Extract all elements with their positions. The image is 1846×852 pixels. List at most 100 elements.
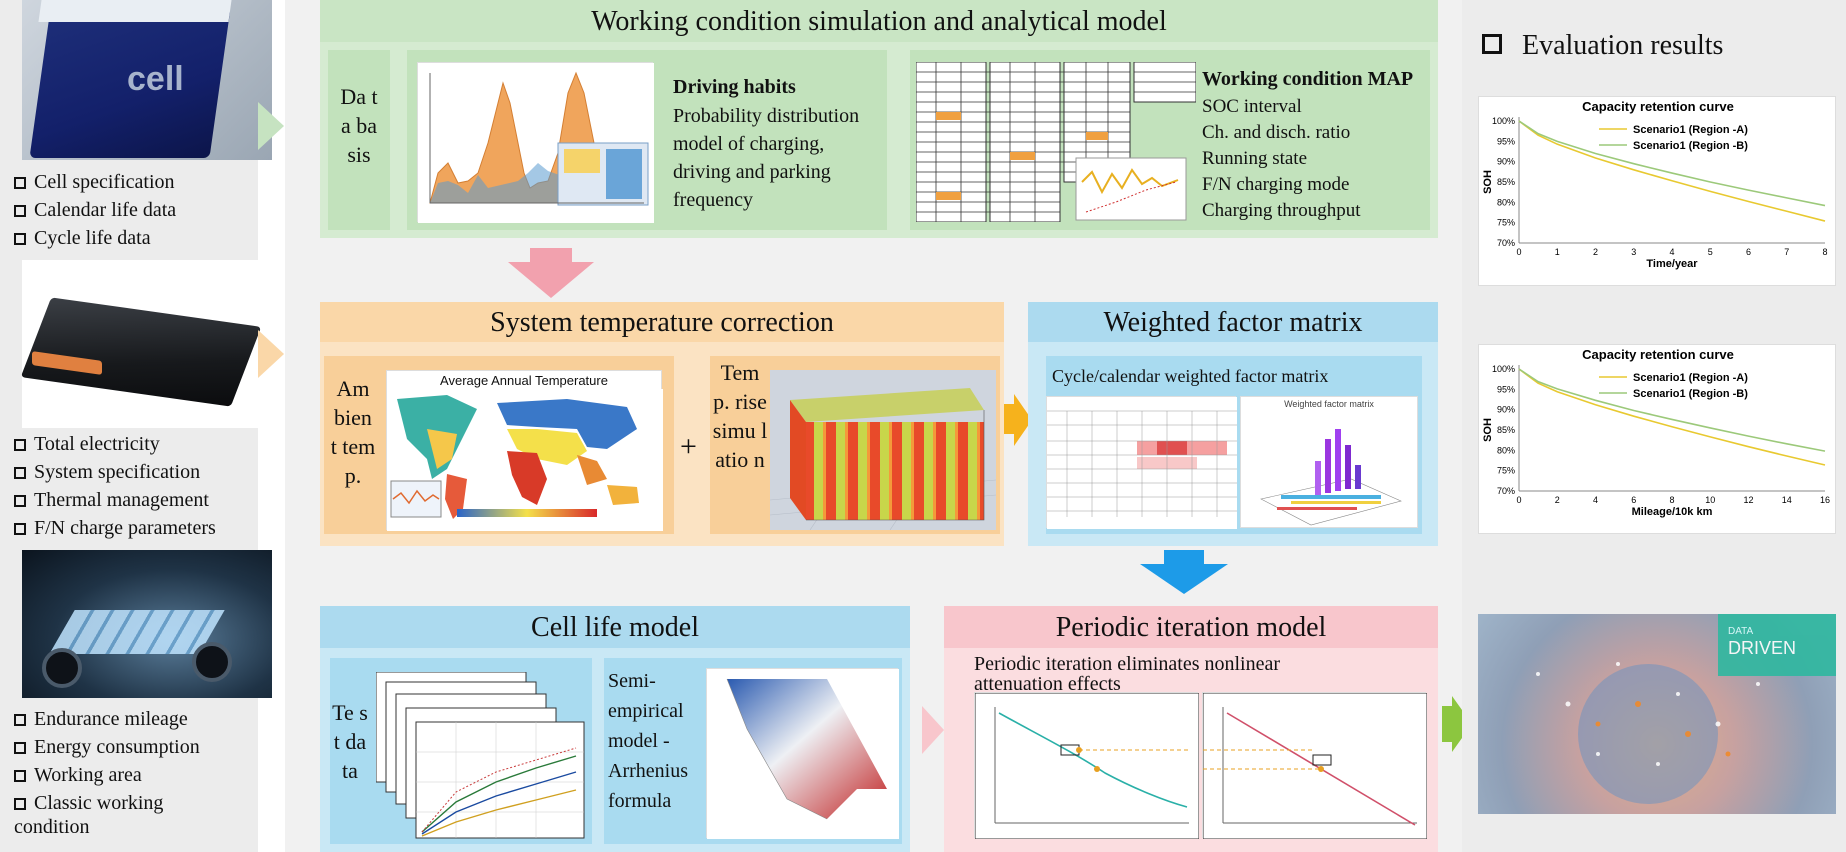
arrow-right-icon (258, 102, 284, 150)
checkbox-icon (14, 233, 26, 245)
y-tick-label: 90% (1497, 405, 1515, 415)
x-tick-label: 8 (1822, 247, 1827, 257)
brand-name: DRIVEN (1728, 638, 1797, 658)
capacity-chart-mileage-svg: Capacity retention curve100%95%90%85%80%… (1482, 347, 1830, 518)
arrow-down-icon (530, 248, 572, 262)
map-title: Working condition MAP (1202, 68, 1414, 90)
list-item: Cell specification (14, 168, 176, 196)
checkbox-icon (14, 742, 26, 754)
semi-empirical-label: Semi-empirical model - Arrhenius formula (608, 670, 688, 812)
legend-label: Scenario1 (Region -A) (1633, 124, 1748, 136)
wfm-inner: Cycle/calendar weighted factor matrix We… (1046, 356, 1422, 534)
x-tick-label: 14 (1782, 495, 1792, 505)
y-tick-label: 85% (1497, 177, 1515, 187)
list-item: System specification (14, 458, 216, 486)
checkbox-icon (14, 495, 26, 507)
world-map-image: Average Annual Temperature (386, 370, 663, 531)
arrow-down-icon (1164, 550, 1204, 564)
temp-rise-simulation-image (769, 370, 997, 531)
histogram-image (417, 62, 654, 223)
cell-label: cell (127, 60, 184, 98)
series-line (1518, 120, 1826, 207)
wfm-title: Weighted factor matrix (1103, 307, 1363, 338)
x-tick-label: 2 (1593, 247, 1598, 257)
arrow-right-icon (922, 706, 944, 754)
x-tick-label: 4 (1669, 247, 1674, 257)
sim-title: Working condition simulation and analyti… (591, 6, 1167, 37)
ambient-label: Am bien t tem p. (330, 376, 376, 488)
x-tick-label: 4 (1593, 495, 1598, 505)
checkbox-icon (14, 523, 26, 535)
iteration-chart-right-image (1202, 692, 1428, 840)
y-axis-label: SOH (1482, 418, 1494, 442)
x-tick-label: 16 (1820, 495, 1830, 505)
group1-list: Cell specification Calendar life data Cy… (14, 168, 176, 252)
periodic-text: Periodic iteration eliminates nonlinear … (974, 653, 1281, 695)
y-tick-label: 95% (1497, 136, 1515, 146)
checkbox-icon (14, 205, 26, 217)
list-item: Classic working condition (14, 792, 164, 838)
world-map-title: Average Annual Temperature (440, 373, 608, 388)
sim-header: Working condition simulation and analyti… (320, 0, 1438, 42)
checkbox-icon (14, 714, 26, 726)
test-data-image (375, 671, 586, 840)
x-tick-label: 0 (1516, 247, 1521, 257)
arrow-right-icon (1004, 404, 1014, 434)
y-tick-label: 80% (1497, 445, 1515, 455)
x-tick-label: 6 (1746, 247, 1751, 257)
list-item: Endurance mileage (14, 705, 214, 733)
periodic-header: Periodic iteration model (944, 606, 1438, 648)
checkbox-icon (14, 770, 26, 782)
y-tick-label: 80% (1497, 197, 1515, 207)
checkbox-icon (14, 439, 26, 451)
semi-empirical-box: Semi-empirical model - Arrhenius formula (604, 658, 902, 844)
cell-photo: cell (22, 0, 272, 160)
arrow-right-icon (258, 330, 284, 378)
temp-rise-box: Tem p. rise simu latio n (710, 356, 1000, 534)
chart-title: Capacity retention curve (1582, 99, 1734, 114)
iteration-chart-left-image (974, 692, 1200, 840)
x-tick-label: 5 (1708, 247, 1713, 257)
series-line (1518, 120, 1826, 222)
temp-rise-label: Tem p. rise simu latio n (712, 360, 768, 472)
y-tick-label: 70% (1497, 486, 1515, 496)
left-column: cell Cell specification Calendar life da… (0, 0, 272, 852)
surface-plot-image (706, 668, 899, 839)
x-tick-label: 1 (1555, 247, 1560, 257)
wfm-subtitle: Cycle/calendar weighted factor matrix (1052, 366, 1329, 386)
periodic-body: Periodic iteration eliminates nonlinear … (944, 648, 1438, 852)
cell-life-title: Cell life model (531, 612, 699, 643)
x-tick-label: 7 (1784, 247, 1789, 257)
brand-top: DATA (1728, 626, 1754, 637)
test-data-label: Te st da ta (332, 700, 368, 783)
arrow-right-icon (1442, 706, 1452, 742)
checkbox-icon (14, 798, 26, 810)
x-tick-label: 12 (1743, 495, 1753, 505)
checkbox-icon (14, 177, 26, 189)
cell-life-header: Cell life model (320, 606, 910, 648)
x-tick-label: 10 (1705, 495, 1715, 505)
arrow-down-icon-head (508, 262, 594, 298)
x-tick-label: 2 (1555, 495, 1560, 505)
map-item: Charging throughput (1202, 200, 1361, 221)
list-item: F/N charge parameters (14, 514, 216, 542)
y-axis-label: SOH (1482, 170, 1494, 194)
data-driven-image: DATA DRIVEN (1478, 614, 1836, 814)
factor-plot-title: Weighted factor matrix (1284, 399, 1374, 409)
temp-header: System temperature correction (320, 302, 1004, 342)
vehicle-photo (22, 550, 272, 698)
legend-label: Scenario1 (Region -B) (1633, 140, 1748, 152)
results-column: Evaluation results Capacity retention cu… (1462, 0, 1846, 852)
legend-label: Scenario1 (Region -B) (1633, 388, 1748, 400)
list-item: Total electricity (14, 430, 216, 458)
x-axis-label: Time/year (1646, 258, 1698, 270)
y-tick-label: 100% (1492, 116, 1515, 126)
series-line (1518, 368, 1826, 452)
x-tick-label: 0 (1516, 495, 1521, 505)
x-tick-label: 6 (1631, 495, 1636, 505)
data-driven-badge: DATA DRIVEN (1718, 614, 1836, 676)
list-item: Energy consumption (14, 733, 214, 761)
test-data-box: Te st da ta (330, 658, 592, 844)
